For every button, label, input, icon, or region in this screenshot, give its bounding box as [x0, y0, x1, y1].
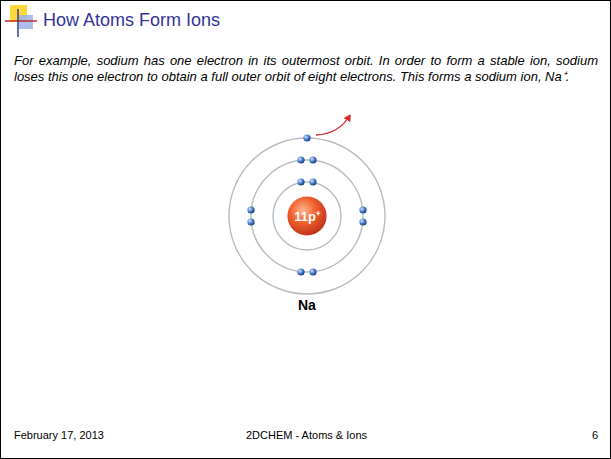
electron-shells [229, 138, 385, 294]
atom-symbol: Na [298, 297, 316, 313]
nucleus-circle: 11p⁺ [287, 196, 327, 236]
slide-title: How Atoms Form Ions [43, 10, 220, 31]
footer-title: 2DCHEM - Atoms & Ions [246, 429, 367, 441]
electrons [247, 134, 366, 275]
footer-date: February 17, 2013 [14, 429, 104, 441]
title-rule [37, 36, 607, 38]
body-text: For example, sodium has one electron in … [14, 53, 598, 85]
nucleus-label: 11p⁺ [294, 209, 320, 224]
page-number: 6 [592, 429, 598, 441]
title-decoration [5, 5, 37, 37]
loss-arrow [316, 115, 350, 135]
